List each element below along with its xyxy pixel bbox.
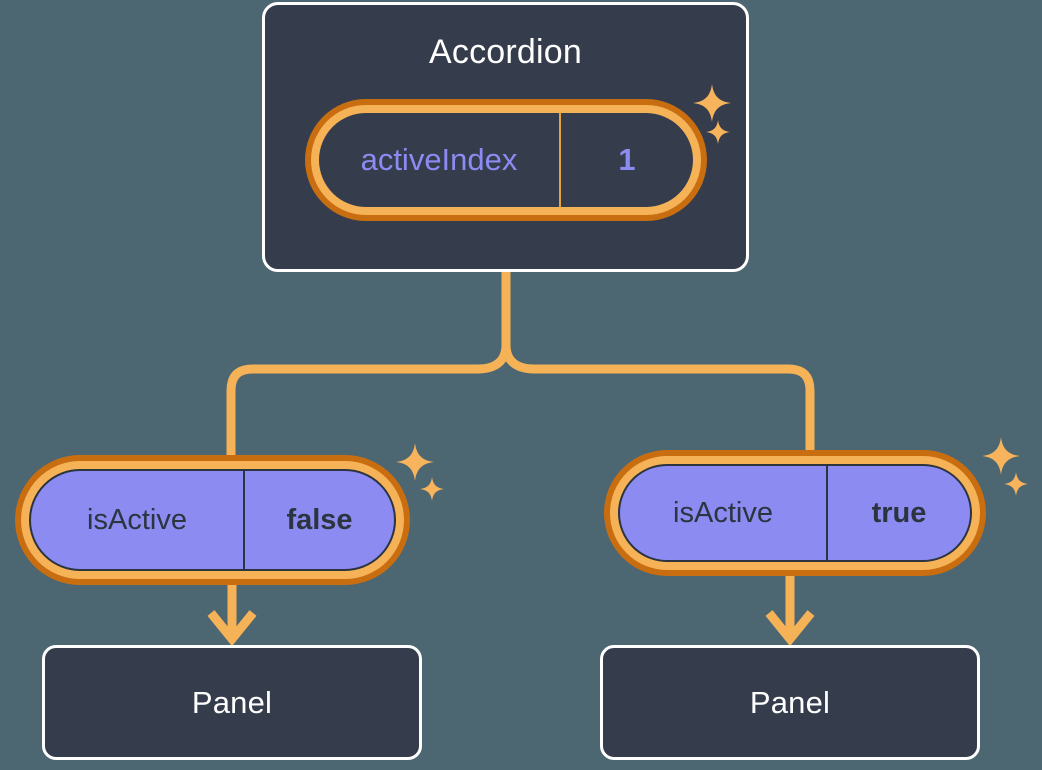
tree-connector <box>226 267 815 467</box>
prop-pill-active-index[interactable]: activeIndex 1 <box>305 99 707 221</box>
accordion-title: Accordion <box>429 33 582 71</box>
arrow-left-pill-to-panel <box>207 585 257 647</box>
sparkle-icon <box>982 437 1020 475</box>
prop-value-active-index: 1 <box>618 142 636 177</box>
prop-value-is-active-left: false <box>286 503 353 536</box>
arrow-right-pill-to-panel <box>765 576 815 647</box>
pill-ring-inner: activeIndex 1 <box>311 105 701 215</box>
prop-key-is-active-right: isActive <box>620 466 828 560</box>
sparkle-icon <box>1004 472 1028 496</box>
sparkle-icon <box>396 443 434 481</box>
panel-title-right: Panel <box>749 684 831 720</box>
pill-body: activeIndex 1 <box>319 113 693 207</box>
prop-key-is-active-left: isActive <box>31 471 245 569</box>
pill-ring-inner: isActive true <box>610 456 980 570</box>
connector-flare-left <box>226 340 511 467</box>
pill-body: isActive false <box>29 469 396 571</box>
arrow-right-head <box>765 610 815 647</box>
panel-component-card-right: Panel <box>600 645 980 760</box>
arrow-left-head <box>207 610 257 647</box>
connector-flare-right <box>501 340 815 463</box>
pill-body: isActive true <box>618 464 972 562</box>
pill-ring-inner: isActive false <box>21 461 404 579</box>
sparkle-icon <box>420 477 444 501</box>
prop-pill-is-active-false[interactable]: isActive false <box>15 455 410 585</box>
prop-value-is-active-right: true <box>871 496 927 529</box>
prop-pill-is-active-true[interactable]: isActive true <box>604 450 986 576</box>
panel-component-card-left: Panel <box>42 645 422 760</box>
prop-key-active-index: activeIndex <box>319 113 561 207</box>
panel-title-left: Panel <box>191 684 273 720</box>
